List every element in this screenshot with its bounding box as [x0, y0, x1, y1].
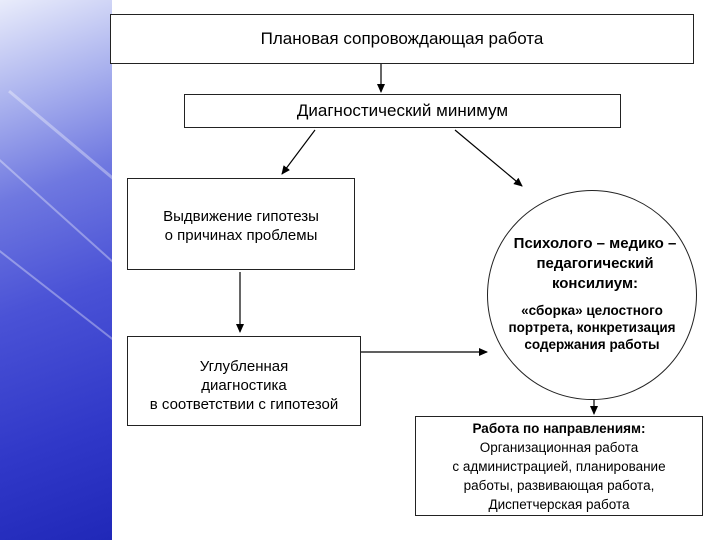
arrow-diagnostic-to-hypothesis	[281, 129, 316, 175]
diagnostic-minimum-box: Диагностический минимум	[184, 94, 621, 128]
council-title: Психолого – медико – педагогический конс…	[480, 234, 710, 294]
hypothesis-box: Выдвижение гипотезы о причинах проблемы	[127, 178, 355, 270]
work-directions-box: Работа по направлениям: Организационная …	[415, 416, 703, 516]
deep-diagnostics-line: диагностика	[201, 376, 287, 394]
deep-diagnostics-line: в соответствии с гипотезой	[149, 395, 339, 413]
work-directions-line: с администрацией, планирование	[452, 458, 666, 474]
decorative-side-panel	[0, 0, 112, 540]
council-title-line: консилиум:	[551, 275, 639, 292]
council-circle	[487, 190, 697, 400]
title-box: Плановая сопровождающая работа	[110, 14, 694, 64]
council-title-line: педагогический	[536, 255, 654, 272]
council-description-line: портрета, конкретизация	[508, 320, 676, 335]
council-description: «сборка» целостного портрета, конкретиза…	[482, 302, 702, 353]
hypothesis-line: о причинах проблемы	[164, 227, 318, 244]
work-directions-line: работы, развивающая работа,	[463, 477, 655, 493]
hypothesis-line: Выдвижение гипотезы	[163, 208, 319, 225]
deep-diagnostics-line: Углубленная	[199, 357, 289, 375]
title-text: Плановая сопровождающая работа	[260, 29, 544, 48]
deep-diagnostics-box: Углубленная диагностика в соответствии с…	[127, 336, 361, 426]
council-description-line: содержания работы	[524, 337, 660, 352]
arrow-diagnostic-to-council	[454, 129, 523, 187]
diagnostic-minimum-text: Диагностический минимум	[296, 101, 509, 120]
council-description-line: «сборка» целостного	[521, 303, 663, 318]
work-directions-heading: Работа по направлениям:	[472, 420, 646, 436]
work-directions-line: Организационная работа	[479, 439, 639, 455]
work-directions-line: Диспетчерская работа	[488, 496, 630, 512]
council-title-line: Психолого – медико –	[513, 235, 677, 252]
